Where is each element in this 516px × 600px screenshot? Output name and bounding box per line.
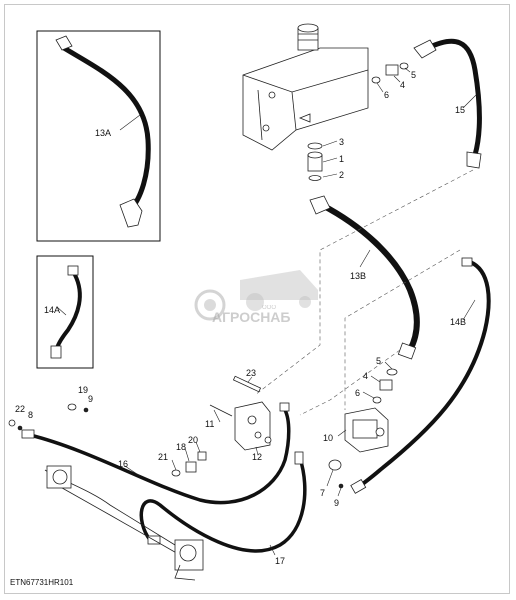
valve-block (328, 407, 389, 489)
callout-13a: 13A (95, 128, 111, 138)
callout-15: 15 (455, 105, 465, 115)
small-hardware (8, 403, 207, 477)
leader-lines (56, 67, 477, 556)
callout-17: 17 (275, 556, 285, 566)
callout-16: 16 (118, 459, 128, 469)
callout-21: 21 (158, 452, 168, 462)
callout-9-right: 9 (334, 498, 339, 508)
callout-6-top: 6 (384, 90, 389, 100)
fitting-stack-1-2-3 (307, 142, 323, 181)
callout-19: 19 (78, 385, 88, 395)
callout-11: 11 (205, 419, 214, 429)
callout-9-left: 9 (88, 394, 93, 404)
fitting-stack-4-5-6-lower (372, 368, 398, 404)
callout-5-top: 5 (411, 70, 416, 80)
inset-box-13a (36, 30, 161, 242)
watermark-brand: АГРОСНАБ (212, 309, 290, 325)
callout-2: 2 (339, 170, 344, 180)
hose-13b (309, 195, 420, 360)
callout-14a: 14A (44, 305, 60, 315)
dashed-alignment-lines (254, 169, 474, 416)
callout-labels: 1 2 3 4 5 6 15 13A 13B 14A 14B 5 4 6 10 … (15, 70, 466, 566)
callout-10: 10 (323, 433, 333, 443)
callout-23: 23 (246, 368, 256, 378)
hydraulic-tank (242, 23, 369, 151)
watermark-prefix: ООО (262, 305, 276, 311)
hose-14b (350, 257, 491, 494)
callout-13b: 13B (350, 271, 366, 281)
agrosnab-watermark: ООО АГРОСНАБ (194, 270, 318, 325)
hose-14a (50, 265, 82, 359)
callout-5-lower: 5 (376, 356, 381, 366)
callout-3: 3 (339, 137, 344, 147)
callout-4-top: 4 (400, 80, 405, 90)
hose-15 (413, 38, 482, 169)
hose-16 (21, 402, 291, 505)
inset-box-14a (36, 255, 94, 369)
callout-1: 1 (339, 154, 344, 164)
callout-12: 12 (252, 452, 262, 462)
callout-22: 22 (15, 404, 25, 414)
callout-18: 18 (176, 442, 186, 452)
figure-code: ETN67731HR101 (10, 578, 74, 587)
callout-6-lower: 6 (355, 388, 360, 398)
callout-8: 8 (28, 410, 33, 420)
steering-cylinder-assembly (44, 465, 204, 581)
callout-14b: 14B (450, 317, 466, 327)
callout-20: 20 (188, 435, 198, 445)
control-block (209, 375, 272, 451)
hose-13a (55, 35, 151, 228)
fitting-stack-4-5-6-top (371, 62, 409, 84)
callout-4-lower: 4 (363, 371, 368, 381)
drawing-frame (4, 4, 510, 594)
callout-7: 7 (320, 488, 325, 498)
